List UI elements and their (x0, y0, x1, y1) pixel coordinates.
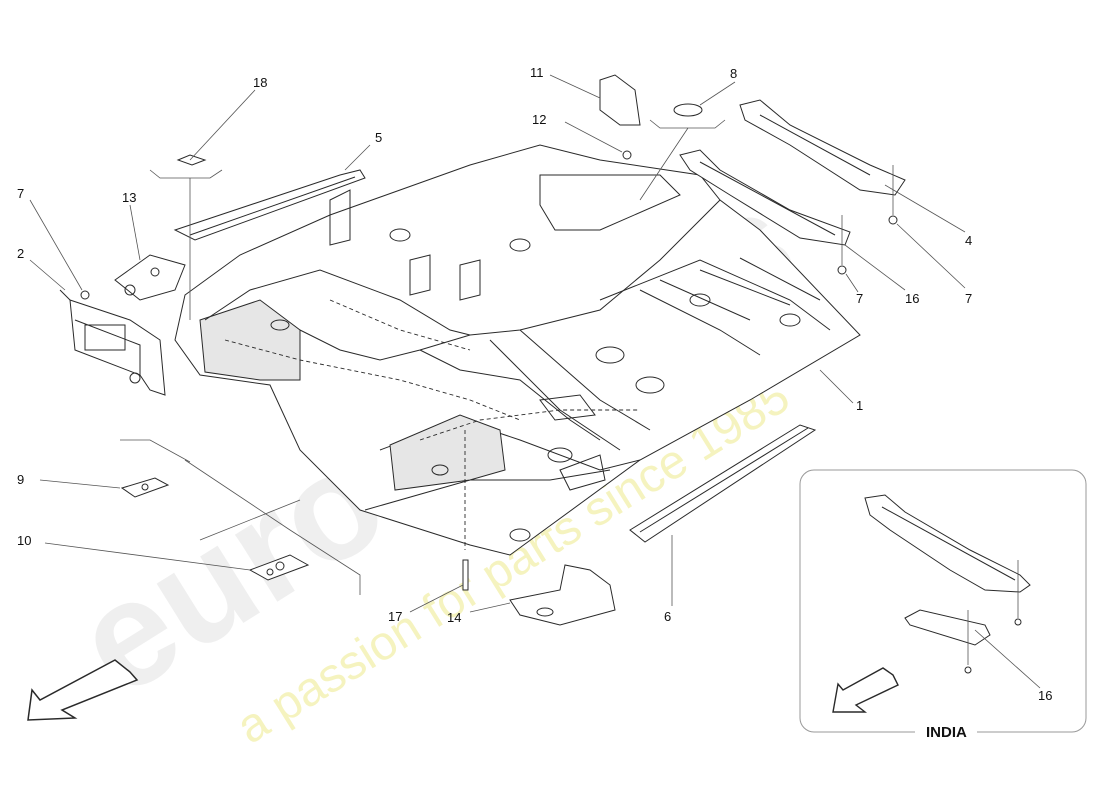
part-17-stud: 17 (388, 559, 469, 624)
callout-label-10: 10 (17, 533, 31, 548)
floor-pan (174, 144, 861, 556)
part-11-bracket: 11 (530, 65, 641, 126)
part-13-bracket: 13 (114, 190, 186, 301)
callout-label-7b: 7 (856, 291, 863, 306)
part-7-nut-b: 7 (837, 215, 863, 306)
part-7-nut-a: 7 (888, 165, 972, 306)
callout-label-1: 1 (856, 398, 863, 413)
part-5-sill: 6 (629, 424, 817, 624)
callout-label-17: 17 (388, 609, 402, 624)
callout-label-11: 11 (530, 65, 544, 80)
callout-label-18: 18 (253, 75, 267, 90)
callout-1: 1 (819, 369, 863, 413)
inset-direction-arrow-icon (832, 667, 899, 713)
part-4-rail: 5 (173, 130, 382, 241)
callout-label-2: 2 (17, 246, 24, 261)
callout-label-7a: 7 (965, 291, 972, 306)
callout-label-12: 12 (532, 112, 546, 127)
inset-label: INDIA (926, 724, 967, 741)
callout-label-8: 8 (730, 66, 737, 81)
part-10-plate: 10 (17, 533, 310, 581)
callout-label-5: 6 (664, 609, 671, 624)
guide-lines (120, 439, 361, 595)
part-12-nut: 12 (532, 112, 632, 160)
inset-callout-16: 16 (1038, 688, 1052, 703)
callout-label-16: 16 (905, 291, 919, 306)
part-2-bracket: 2 (17, 246, 166, 396)
part-6-nut: 7 (17, 186, 90, 300)
part-8-grommet: 8 (639, 66, 737, 201)
part-3-crossmember: 4 (739, 99, 972, 248)
india-inset: INDIA 16 (799, 469, 1087, 742)
callout-label-3: 4 (965, 233, 972, 248)
callout-label-14: 14 (447, 610, 461, 625)
callout-label-6: 7 (17, 186, 24, 201)
callout-label-4: 5 (375, 130, 382, 145)
direction-arrow-icon (27, 659, 139, 721)
callout-label-9: 9 (17, 472, 24, 487)
callout-label-13: 13 (122, 190, 136, 205)
part-16-crossmember: 16 (679, 149, 919, 306)
part-18-plate: 18 (149, 75, 267, 320)
part-14-bracket: 14 (447, 564, 616, 626)
part-9-plate: 9 (17, 472, 170, 498)
